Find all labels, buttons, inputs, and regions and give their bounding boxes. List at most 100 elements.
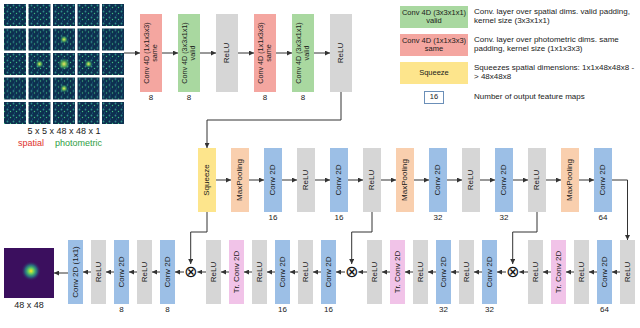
connector: [474, 272, 482, 273]
layer-block: ReLU: [297, 148, 315, 212]
layer-label: Squeeze: [203, 164, 212, 196]
layer-label: Conv 4D (3x3x1x1) valid: [181, 17, 197, 89]
layer-block: Conv 2D64: [594, 148, 612, 212]
connector: [124, 53, 140, 54]
concat-glyph: ⊗: [345, 264, 358, 280]
layer-label: Conv 2D: [269, 164, 278, 195]
legend-text: Conv. layer over spatial dims. valid pad…: [474, 8, 636, 26]
layer-label: ReLU: [462, 262, 471, 282]
channel-count: 8: [149, 94, 153, 102]
concat-glyph: ⊗: [184, 264, 197, 280]
connector: [480, 180, 495, 181]
connector: [428, 272, 436, 273]
layer-label: MaxPooling: [401, 159, 410, 201]
connector: [579, 180, 594, 181]
layer-label: Conv 2D: [600, 256, 609, 287]
layer-label: ReLU: [301, 262, 310, 282]
legend-sample-box: 16: [424, 91, 444, 104]
connector: [513, 180, 528, 181]
layer-block: Tr. Conv 2D: [551, 240, 566, 304]
legend-swatch: Conv 4D (3x3x1x1) valid: [400, 6, 468, 28]
connector: [381, 180, 396, 181]
layer-block: ReLU: [330, 14, 352, 92]
output-peak: [21, 261, 41, 281]
legend-sample-text: Conv 4D (1x1x3x3) same: [400, 37, 468, 54]
layer-block: ReLU: [620, 240, 635, 304]
connector: [282, 180, 297, 181]
legend-text: Number of output feature maps: [474, 93, 636, 102]
layer-label: Conv 2D: [500, 164, 509, 195]
layer-label: ReLU: [416, 262, 425, 282]
layer-label: ReLU: [302, 170, 311, 190]
tile-row: [4, 53, 124, 75]
layer-block: Conv 2D32: [495, 148, 513, 212]
channel-count: 8: [187, 94, 191, 102]
layer-label: Tr. Conv 2D: [232, 251, 241, 293]
layer-block: Conv 2D8: [114, 240, 129, 304]
connector: [249, 180, 264, 181]
layer-label: ReLU: [255, 262, 264, 282]
channel-count: 8: [263, 94, 267, 102]
channel-count: 8: [119, 306, 123, 314]
tile-row: [4, 29, 124, 51]
layer-label: ReLU: [94, 262, 103, 282]
image-caption: 5 x 5 x 48 x 48 x 1: [27, 127, 100, 136]
bright-spot: [60, 36, 68, 44]
layer-block: Conv 2D16: [275, 240, 290, 304]
connector: [216, 180, 231, 181]
concat-symbol: ⊗: [184, 264, 197, 280]
layer-label: ReLU: [223, 43, 232, 63]
connector: [197, 272, 206, 273]
connector: [290, 272, 298, 273]
layer-block: ReLU: [574, 240, 589, 304]
layer-label: Tr. Conv 2D: [393, 251, 402, 293]
layer-label: ReLU: [337, 43, 346, 63]
layer-block: Conv 2D16: [264, 148, 282, 212]
layer-label: MaxPooling: [236, 159, 245, 201]
layer-block: Squeeze: [198, 148, 216, 212]
layer-label: ReLU: [209, 262, 218, 282]
connector: [546, 180, 561, 181]
connector: [612, 272, 620, 273]
connector: [200, 53, 216, 54]
layer-block: Conv 2D64: [597, 240, 612, 304]
layer-label: Conv 4D (3x3x1x1) valid: [295, 17, 311, 89]
layer-block: Conv 4D (3x3x1x1) valid8: [178, 14, 200, 92]
layer-block: Conv 4D (3x3x1x1) valid8: [292, 14, 314, 92]
channel-count: 16: [324, 306, 333, 314]
connector: [162, 53, 178, 54]
layer-label: MaxPooling: [566, 159, 575, 201]
layer-label: ReLU: [140, 262, 149, 282]
dimension-label: spatial: [18, 139, 44, 148]
connector: [175, 272, 184, 273]
layer-block: ReLU: [206, 240, 221, 304]
layer-block: Tr. Conv 2D: [229, 240, 244, 304]
layer-label: Conv 2D: [485, 256, 494, 287]
connector: [106, 272, 114, 273]
legend-sample-text: Squeeze: [418, 69, 450, 77]
layer-label: ReLU: [533, 170, 542, 190]
connector: [414, 180, 429, 181]
connector: [129, 272, 137, 273]
layer-block: ReLU: [91, 240, 106, 304]
concat-symbol: ⊗: [506, 264, 519, 280]
layer-block: ReLU: [367, 240, 382, 304]
channel-count: 16: [269, 214, 278, 222]
channel-count: 32: [500, 214, 509, 222]
connector: [566, 272, 574, 273]
tile-row: [4, 102, 124, 124]
layer-block: ReLU: [137, 240, 152, 304]
layer-block: MaxPooling: [231, 148, 249, 212]
bright-spot: [60, 85, 68, 93]
legend-text: Squeezes spatial dimensions: 1x1x48x48x8…: [474, 64, 636, 82]
connector: [447, 180, 462, 181]
layer-block: Conv 2D16: [321, 240, 336, 304]
layer-block: Conv 2D32: [429, 148, 447, 212]
layer-block: Conv 2D (1x1): [68, 240, 83, 304]
image-node: 48 x 48: [4, 248, 54, 298]
connector: [589, 272, 597, 273]
layer-block: ReLU: [462, 148, 480, 212]
output-heatmap: [4, 248, 54, 298]
